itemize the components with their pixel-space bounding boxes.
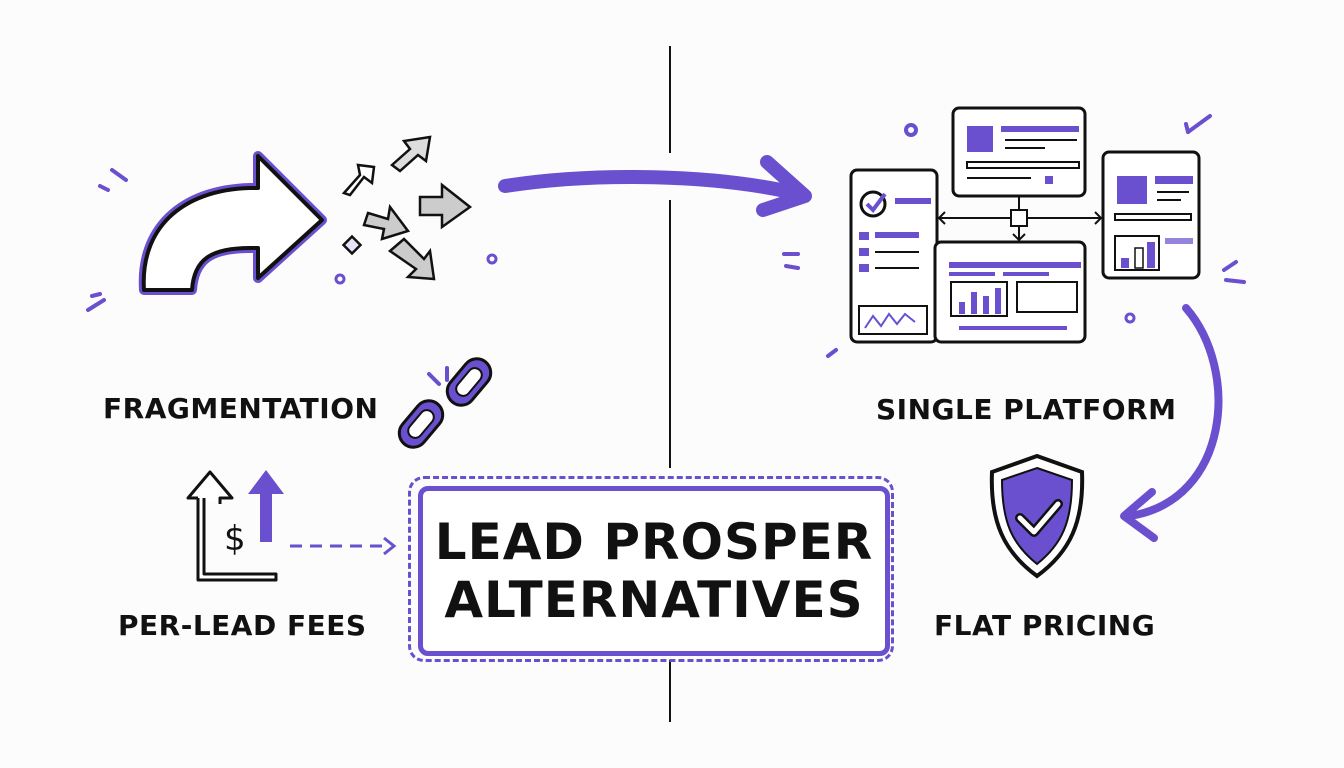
transition-arrow-icon: [498, 155, 812, 217]
label-single-platform: SINGLE PLATFORM: [876, 393, 1177, 426]
label-per-lead-fees: PER-LEAD FEES: [118, 609, 367, 642]
label-flat-pricing: FLAT PRICING: [934, 609, 1156, 642]
title-line-2: ALTERNATIVES: [444, 571, 864, 629]
label-fragmentation: FRAGMENTATION: [103, 392, 379, 425]
dollar-sign: $: [224, 519, 246, 559]
curved-arrow-icon: [138, 151, 327, 295]
title-box: LEAD PROSPER ALTERNATIVES: [418, 486, 890, 656]
shield-check-icon: [989, 453, 1085, 579]
curved-down-arrow-icon: [1120, 304, 1223, 542]
title-line-1: LEAD PROSPER: [434, 513, 874, 571]
title-box-dashed-border: [408, 476, 894, 662]
scattered-arrows-icon: [334, 135, 498, 285]
connected-dashboards-icon: [849, 106, 1201, 344]
rising-dollar-icon: $: [186, 470, 397, 582]
broken-chain-icon: [397, 357, 493, 449]
